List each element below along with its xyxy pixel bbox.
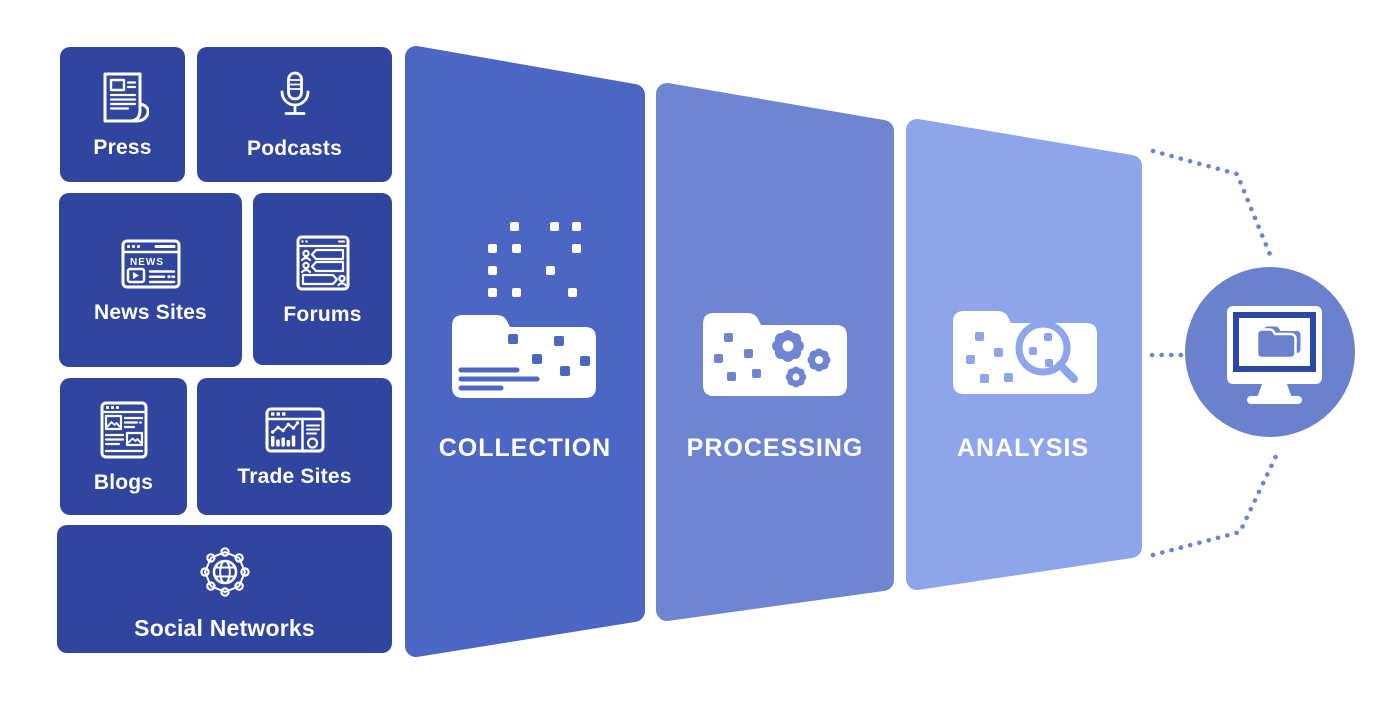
source-tile-news-sites: NEWS News Sites	[59, 193, 242, 367]
news-icon-text: NEWS	[130, 257, 164, 268]
source-label: Social Networks	[134, 614, 315, 641]
folder-collecting-data-icon	[452, 222, 596, 398]
stage-label-analysis: ANALYSIS	[956, 434, 1090, 462]
monitor-folder-icon	[1227, 306, 1322, 404]
source-tile-forums: Forums	[253, 193, 392, 365]
connected-globe-icon	[199, 546, 250, 597]
folder-gears-icon	[703, 313, 847, 396]
connector-dotted-line-top	[1150, 148, 1274, 260]
connector-dotted-line-bottom	[1150, 453, 1279, 558]
blog-page-icon	[100, 401, 147, 459]
source-tile-social-networks: Social Networks	[57, 525, 392, 653]
folder-magnifier-icon	[953, 311, 1097, 394]
microphone-icon	[280, 71, 309, 115]
source-label: Forums	[283, 302, 362, 326]
source-label: Podcasts	[247, 137, 342, 160]
forum-threads-icon	[296, 235, 349, 290]
source-label: Trade Sites	[237, 465, 352, 488]
dashboard-chart-icon	[265, 407, 324, 453]
newspaper-icon	[103, 72, 149, 123]
stage-label-processing: PROCESSING	[686, 434, 864, 462]
source-label: News Sites	[94, 300, 207, 324]
source-label: Press	[93, 136, 152, 159]
source-tile-press: Press	[60, 47, 185, 182]
source-tile-podcasts: Podcasts	[197, 47, 392, 182]
news-browser-icon: NEWS	[121, 239, 180, 288]
source-tile-blogs: Blogs	[60, 378, 187, 515]
source-tile-trade-sites: Trade Sites	[197, 378, 392, 515]
stage-label-collection: COLLECTION	[438, 434, 612, 462]
source-label: Blogs	[93, 471, 154, 494]
